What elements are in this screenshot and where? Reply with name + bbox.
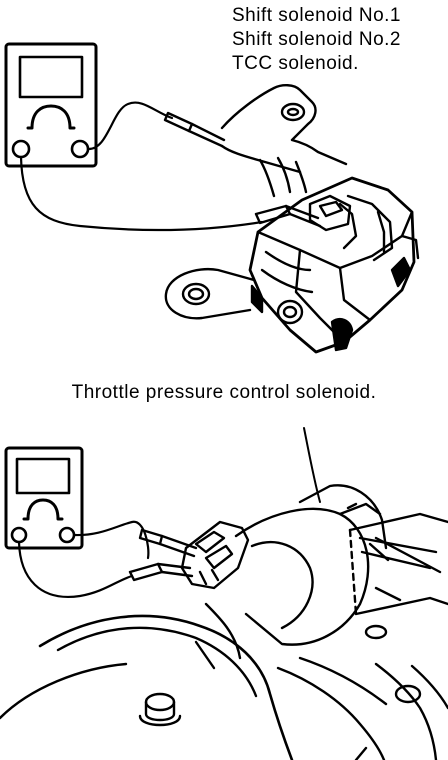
bottom-solenoid-drawing: [0, 418, 448, 760]
test-probe-upper: [165, 113, 224, 146]
solenoid-body: [250, 178, 418, 352]
label-throttle-pressure-solenoid: Throttle pressure control solenoid.: [71, 382, 377, 403]
solenoid-bracket: [222, 85, 346, 196]
label-shift-solenoid-2: Shift solenoid No.2: [232, 29, 401, 50]
ohmmeter-icon: [6, 448, 82, 548]
label-tcc-solenoid: TCC solenoid.: [232, 53, 359, 74]
solenoid-body: [236, 428, 448, 645]
label-shift-solenoid-1: Shift solenoid No.1: [232, 5, 401, 26]
transmission-case: [0, 604, 448, 760]
solenoid-labels: Shift solenoid No.1 Shift solenoid No.2 …: [232, 4, 401, 76]
top-diagram-panel: Shift solenoid No.1 Shift solenoid No.2 …: [0, 0, 448, 380]
ohmmeter-icon: [6, 44, 96, 166]
top-solenoid-drawing: [0, 0, 448, 380]
mounting-tab: [166, 269, 254, 318]
bottom-diagram-panel: [0, 418, 448, 760]
solenoid-connector: [182, 522, 248, 588]
